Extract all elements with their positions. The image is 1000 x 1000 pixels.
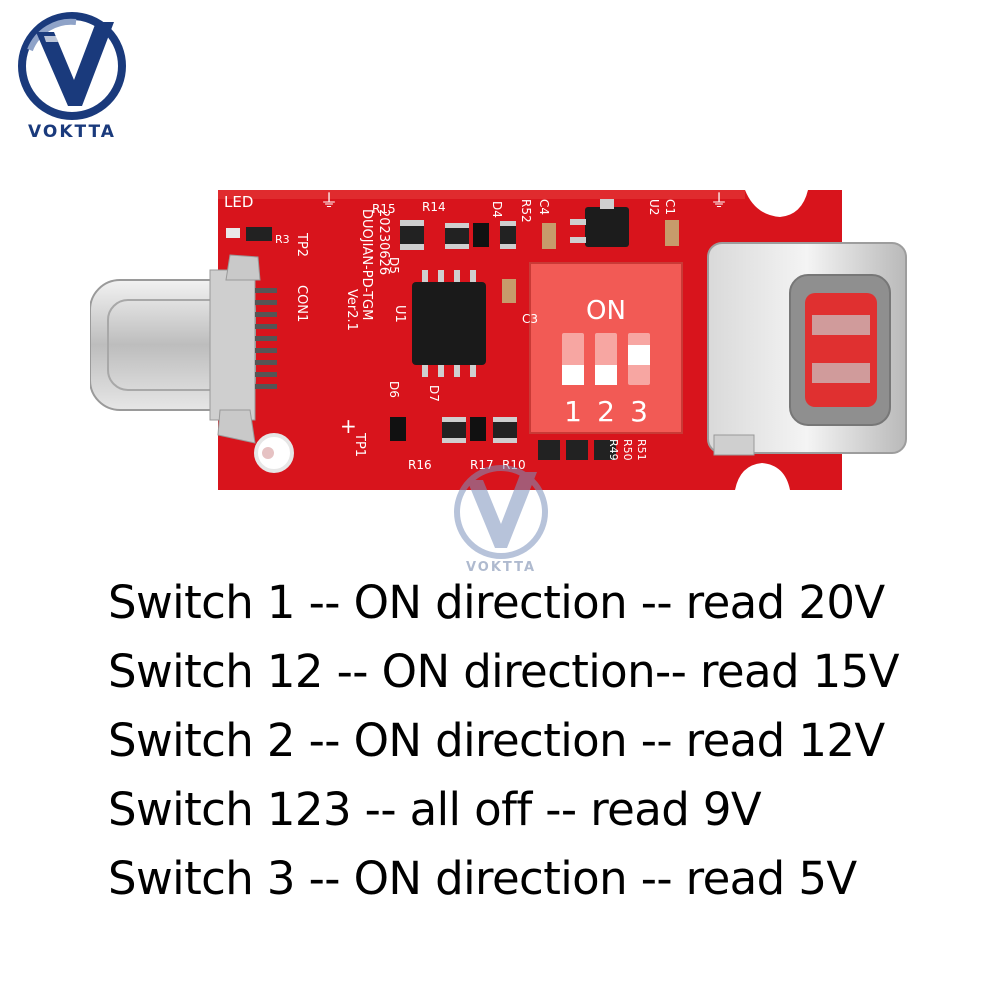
silk-model: DUOJIAN-PD-TGM [359,209,374,320]
silk-r3: R3 [275,233,290,246]
silk-ground-symbol-left: ⏚ [320,191,338,212]
silk-r51: R51 [635,439,648,461]
silk-u2: U2 [647,199,661,215]
silk-tp1: TP1 [352,432,367,457]
silk-r14: R14 [422,200,446,214]
dip-position-2: 2 [597,395,615,428]
silk-plus-symbol: + [340,414,357,438]
silk-ground-symbol-right: ⏚ [710,191,728,212]
pd-trigger-board-image: ON 1 2 3 LED R3 TP2 R15 R14 D4 [90,185,920,490]
silk-con1: CON1 [294,285,309,322]
regulator-u2 [570,199,629,247]
silk-r16: R16 [408,458,432,472]
silk-tp2: TP2 [294,232,309,257]
usb-c-input-connector [90,254,277,444]
dip-position-1: 1 [564,395,582,428]
silk-u1: U1 [392,305,407,323]
silk-d5: D5 [387,257,401,274]
watermark-logo: VOKTTA [445,462,557,582]
instruction-line: Switch 3 -- ON direction -- read 5V [108,852,857,905]
silk-version: Ver2.1 [344,289,359,331]
silk-r15: R15 [372,202,396,216]
watermark-brand-text: VOKTTA [465,560,537,575]
silk-d6: D6 [387,381,401,398]
silk-r50: R50 [621,439,634,461]
silk-r52: R52 [519,199,533,223]
mount-hole [254,433,294,473]
instruction-line: Switch 123 -- all off -- read 9V [108,783,762,836]
voktta-watermark-icon [454,465,548,559]
dip-on-label: ON [586,296,626,326]
silk-c3: C3 [522,312,538,326]
silk-d7: D7 [427,385,441,402]
ic-chip-u1 [412,270,486,377]
usb-c-output-connector [707,242,907,456]
silk-r49: R49 [607,439,620,461]
instruction-line: Switch 2 -- ON direction -- read 12V [108,714,885,767]
dip-position-3: 3 [630,395,648,428]
switch-instructions: Switch 1 -- ON direction -- read 20V Swi… [108,568,988,913]
silk-c4: C4 [537,199,551,215]
silk-led: LED [224,193,253,211]
instruction-line: Switch 12 -- ON direction-- read 15V [108,645,899,698]
logo-brand-text: VOKTTA [28,122,116,142]
brand-logo: VOKTTA [16,10,128,150]
dip-switch: ON 1 2 3 [529,262,683,434]
silk-d4: D4 [490,201,504,218]
voktta-logo-icon [18,12,126,120]
instruction-line: Switch 1 -- ON direction -- read 20V [108,576,885,629]
smd-components [226,220,679,460]
silk-c1: C1 [663,199,677,215]
silk-date: 20230626 [376,209,391,275]
